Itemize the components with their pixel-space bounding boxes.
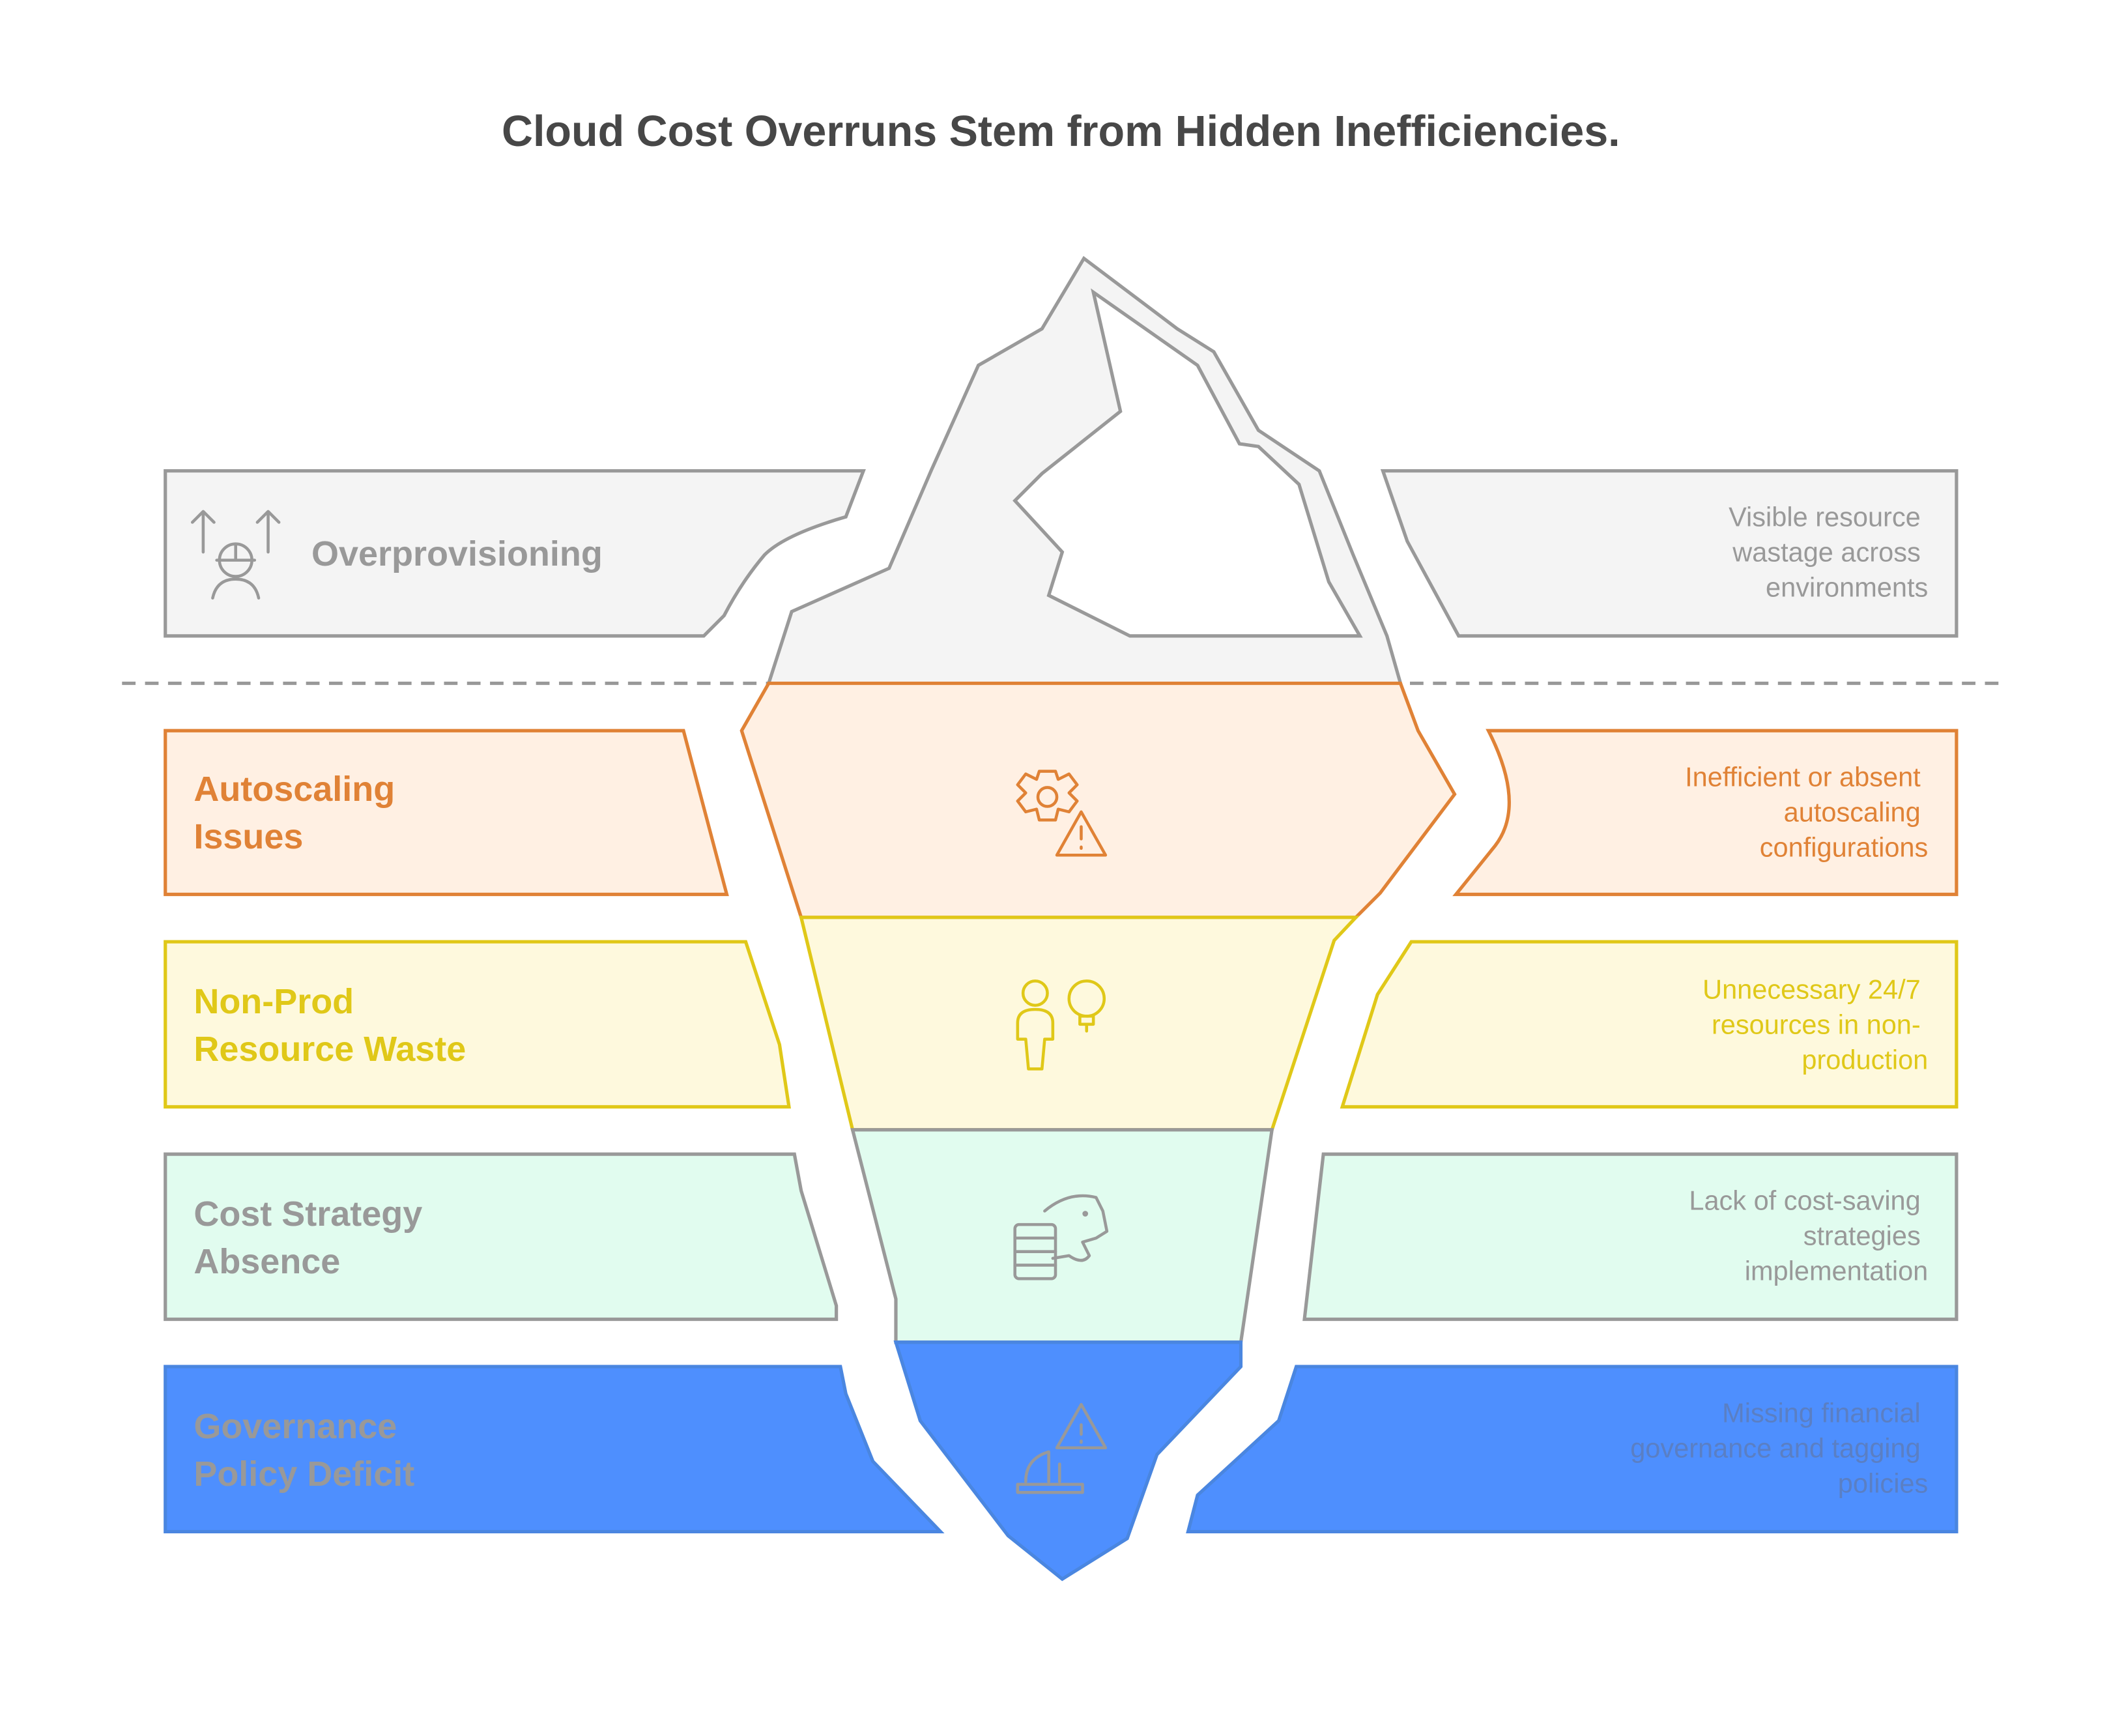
left-panel (164, 1365, 945, 1534)
right-panel (1186, 1365, 1959, 1534)
iceberg-band (740, 681, 1457, 919)
layer-label: Cost Strategy Absence (194, 1194, 432, 1281)
layer-cost-strategy (164, 1128, 1959, 1344)
right-panel (1380, 469, 1959, 638)
layer-non-prod (164, 916, 1959, 1132)
iceberg-tip-highlight (1012, 288, 1363, 638)
diagram-title: Cloud Cost Overruns Stem from Hidden Ine… (502, 108, 1620, 156)
left-panel (164, 729, 729, 897)
layer-label: Overprovisioning (311, 534, 603, 573)
left-panel (164, 469, 866, 638)
right-panel (1302, 1152, 1959, 1322)
worker-arrows-icon (190, 510, 281, 600)
iceberg-base (893, 1340, 1243, 1582)
layer-overprovisioning (164, 255, 1959, 686)
person-lightbulb-icon (1016, 979, 1106, 1071)
right-panel (1340, 940, 1959, 1109)
layer-label: Non-Prod Resource Waste (194, 982, 466, 1069)
piggy-bank-coins-icon (1013, 1194, 1109, 1280)
layer-description: Lack of cost-saving strategies implement… (1689, 1185, 1928, 1286)
layer-description: Unnecessary 24/7 resources in non- produ… (1702, 974, 1928, 1075)
layer-label: Autoscaling Issues (194, 770, 405, 856)
left-panel (164, 1152, 839, 1322)
layer-description: Visible resource wastage across environm… (1729, 502, 1928, 603)
gear-warning-icon (1016, 770, 1108, 857)
layer-description: Inefficient or absent autoscaling config… (1685, 761, 1928, 862)
layer-label: Governance Policy Deficit (194, 1407, 414, 1494)
layer-governance (164, 1340, 1959, 1582)
layer-description: Missing financial governance and tagging… (1630, 1397, 1928, 1498)
ship-warning-icon (1016, 1403, 1108, 1494)
iceberg-band (850, 1128, 1274, 1344)
layer-autoscaling (164, 681, 1959, 919)
right-panel (1452, 729, 1959, 897)
left-panel (164, 940, 791, 1109)
